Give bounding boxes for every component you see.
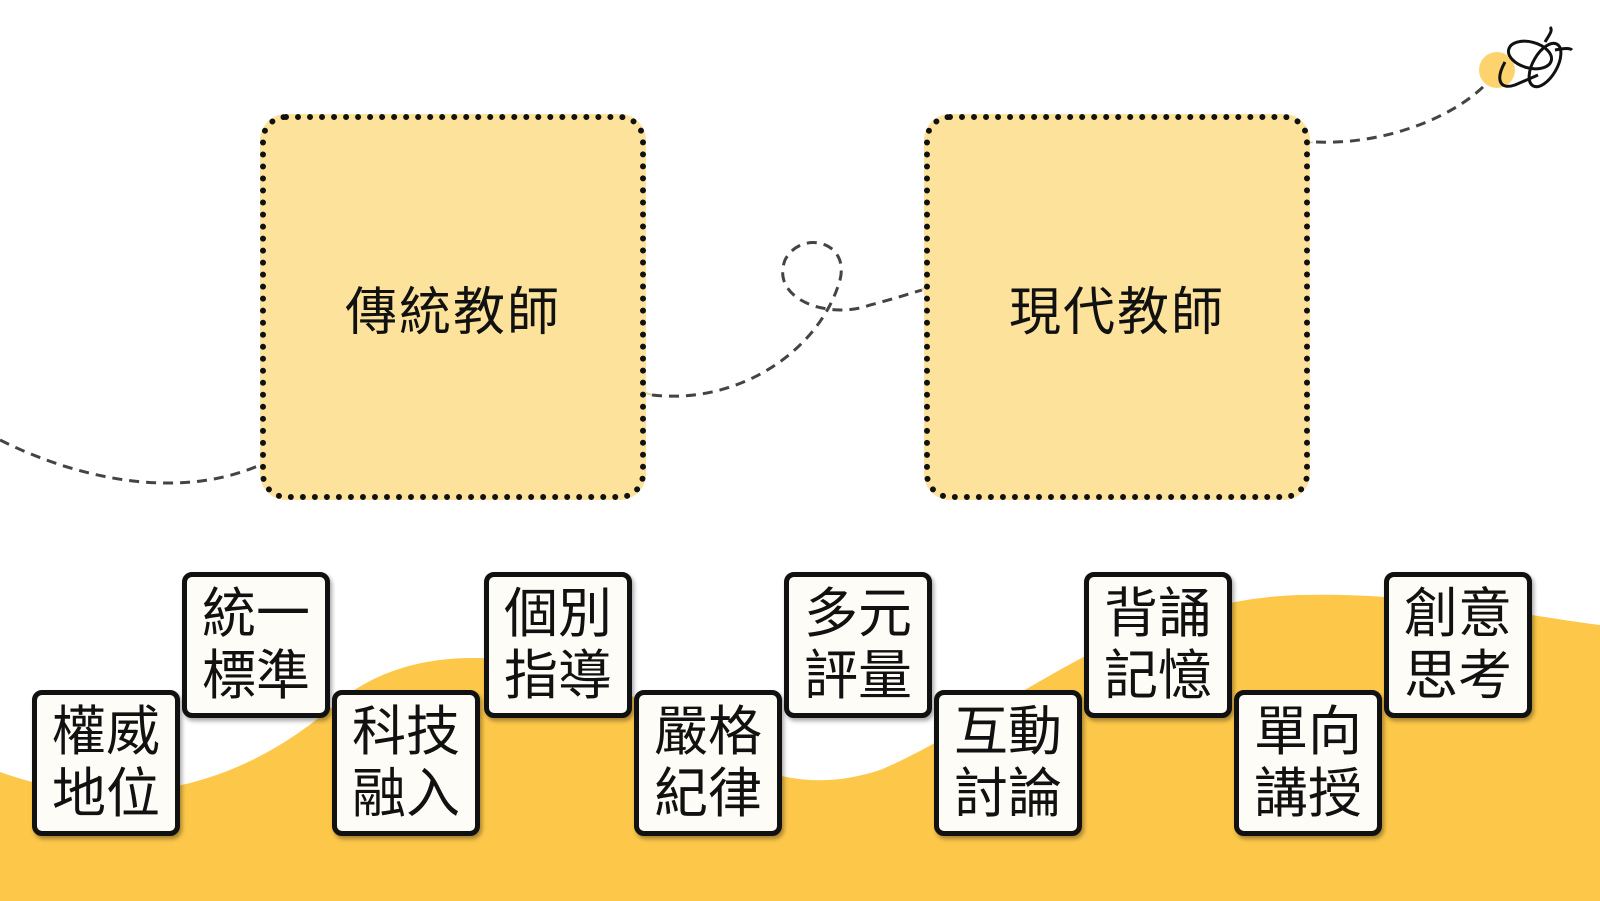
card-text: 統一 xyxy=(202,582,310,645)
card-rote-memorization[interactable]: 背誦記憶 xyxy=(1084,572,1232,718)
card-text: 單向 xyxy=(1254,700,1362,763)
card-text: 評量 xyxy=(804,644,912,707)
card-text: 科技 xyxy=(352,700,460,763)
card-text: 背誦 xyxy=(1104,582,1212,645)
card-text: 講授 xyxy=(1254,762,1362,825)
drop-zone-modern-teacher[interactable]: 現代教師 xyxy=(924,114,1310,500)
card-text: 記憶 xyxy=(1104,644,1212,707)
card-text: 嚴格 xyxy=(654,700,762,763)
card-uniform-standard[interactable]: 統一標準 xyxy=(182,572,330,718)
card-text: 紀律 xyxy=(654,762,762,825)
card-interactive-discussion[interactable]: 互動討論 xyxy=(934,690,1082,836)
drop-zone-traditional-teacher[interactable]: 傳統教師 xyxy=(260,114,646,500)
card-text: 指導 xyxy=(504,644,612,707)
card-text: 創意 xyxy=(1404,582,1512,645)
card-one-way-lecture[interactable]: 單向講授 xyxy=(1234,690,1382,836)
card-diverse-assessment[interactable]: 多元評量 xyxy=(784,572,932,718)
box-label: 傳統教師 xyxy=(344,282,561,343)
card-text: 思考 xyxy=(1404,644,1512,707)
card-text: 權威 xyxy=(52,700,160,763)
flight-path xyxy=(0,83,1487,485)
card-text: 標準 xyxy=(202,644,310,707)
card-authority[interactable]: 權威地位 xyxy=(32,690,180,836)
bee-icon xyxy=(1479,25,1574,89)
card-text: 個別 xyxy=(504,582,612,645)
card-creative-thinking[interactable]: 創意思考 xyxy=(1384,572,1532,718)
box-label: 現代教師 xyxy=(1008,282,1225,343)
card-technology[interactable]: 科技融入 xyxy=(332,690,480,836)
card-text: 討論 xyxy=(954,762,1062,825)
card-text: 多元 xyxy=(804,582,912,645)
card-individual-guidance[interactable]: 個別指導 xyxy=(484,572,632,718)
card-text: 互動 xyxy=(954,700,1062,763)
card-text: 融入 xyxy=(352,762,460,825)
card-strict-discipline[interactable]: 嚴格紀律 xyxy=(634,690,782,836)
card-text: 地位 xyxy=(52,762,160,825)
